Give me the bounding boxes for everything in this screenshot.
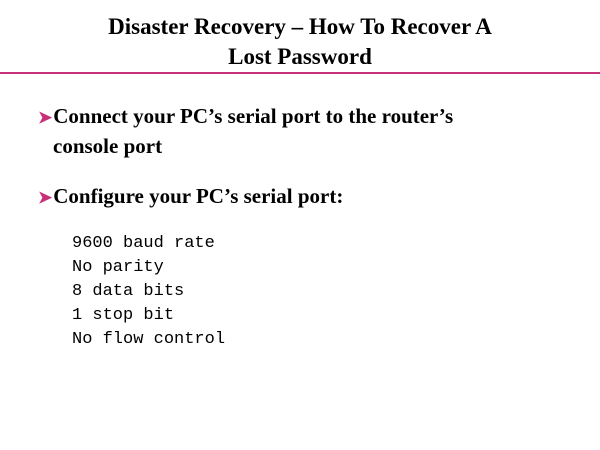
bullet-configure: ➤Configure your PC’s serial port:	[38, 182, 343, 212]
title-line-1: Disaster Recovery – How To Recover A	[108, 14, 492, 39]
setting-parity: No parity	[72, 258, 164, 277]
setting-stop-bit: 1 stop bit	[72, 306, 175, 325]
bullet-text-continued: console port	[53, 134, 163, 158]
setting-flow-control: No flow control	[72, 330, 226, 349]
slide-title: Disaster Recovery – How To Recover A Los…	[0, 12, 600, 72]
bullet-connect: ➤Connect your PC’s serial port to the ro…	[38, 102, 453, 160]
setting-baud: 9600 baud rate	[72, 234, 215, 253]
arrow-bullet-icon: ➤	[38, 108, 53, 127]
bullet-text: Configure your PC’s serial port:	[53, 184, 344, 208]
title-line-2: Lost Password	[228, 44, 372, 69]
arrow-bullet-icon: ➤	[38, 188, 53, 207]
bullet-text: Connect your PC’s serial port to the rou…	[53, 104, 454, 128]
setting-data-bits: 8 data bits	[72, 282, 185, 301]
title-divider	[0, 72, 600, 74]
serial-settings-list: 9600 baud rate No parity 8 data bits 1 s…	[72, 232, 225, 352]
